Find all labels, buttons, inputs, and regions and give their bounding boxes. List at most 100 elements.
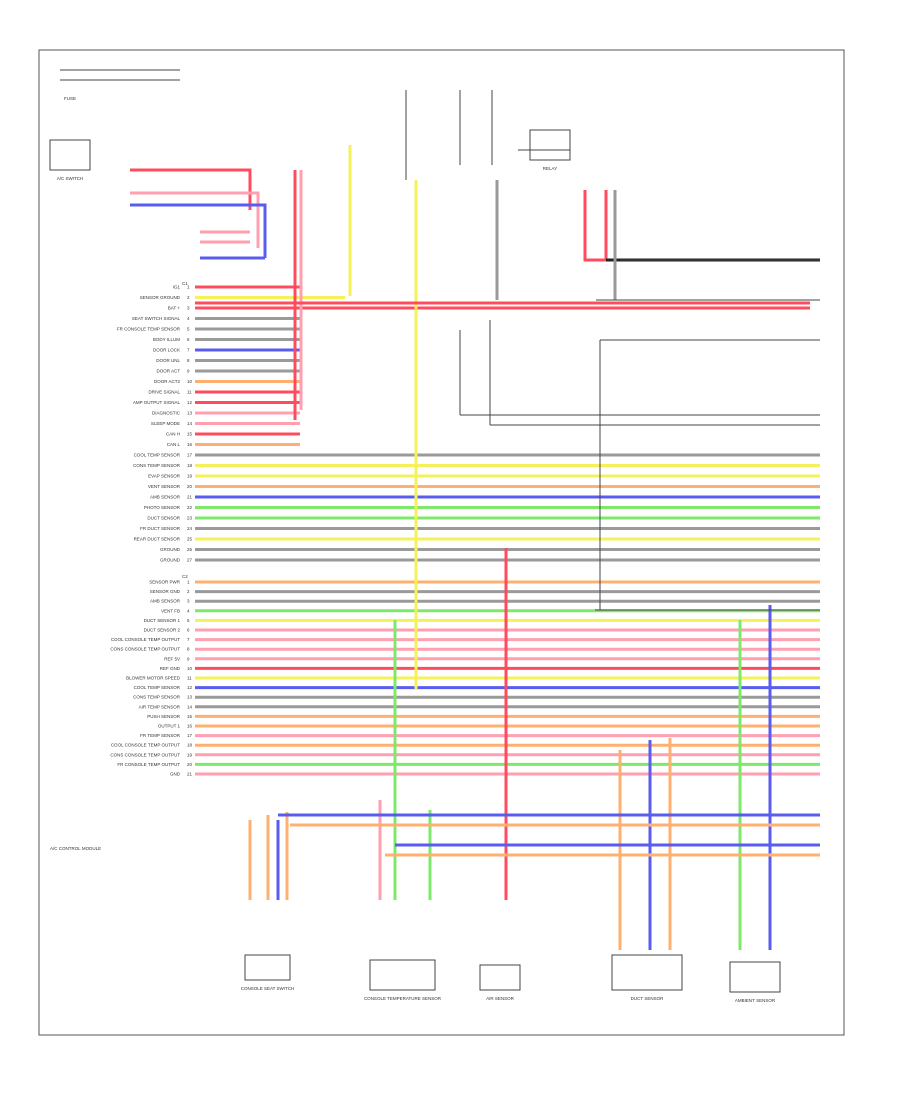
pin-number: 8 [187, 647, 190, 652]
pin-number: 26 [187, 547, 193, 552]
pin-number: 13 [187, 695, 193, 700]
pin-number: 14 [187, 704, 193, 709]
pin-number: 11 [187, 390, 192, 395]
wire-top-red [130, 168, 252, 210]
pin-number: 9 [187, 656, 190, 661]
pin-label: DOOR UNL [156, 358, 180, 363]
pin-label: COOL CONSOLE TEMP OUTPUT [111, 637, 180, 642]
pin-number: 3 [187, 599, 190, 604]
wire-relay-red [583, 190, 608, 262]
pin-label: OUTPUT 1 [158, 724, 181, 729]
pin-label: IG1 [173, 285, 181, 290]
component-ac-switch [49, 139, 91, 171]
pin-label: PHOTO SENSOR [144, 505, 181, 510]
pin-number: 6 [187, 628, 190, 633]
pin-label: AIR TEMP SENSOR [139, 704, 181, 709]
pin-label: FR CONSOLE TEMP OUTPUT [117, 762, 180, 767]
pin-number: 1 [187, 580, 190, 585]
pin-number: 21 [187, 495, 193, 500]
pin-label: COOL TEMP SENSOR [134, 453, 181, 458]
pin-label: COOL CONSOLE TEMP OUTPUT [111, 743, 180, 748]
pin-number: 2 [187, 295, 190, 300]
diagram-frame [38, 49, 845, 1036]
pin-label: SENSOR GND [150, 589, 181, 594]
pin-number: 12 [187, 685, 193, 690]
pin-number: 16 [187, 724, 193, 729]
pin-number: 9 [187, 369, 190, 374]
pin-number: 17 [187, 733, 193, 738]
pin-number: 5 [187, 618, 190, 623]
pin-label: BODY ILLUM [153, 337, 180, 342]
pin-label: GROUND [160, 558, 181, 563]
pin-label: CONS CONSOLE TEMP OUTPUT [110, 647, 180, 652]
pin-label: REF 5V [164, 656, 180, 661]
pin-label: REF GND [160, 666, 181, 671]
pin-label: CONS TEMP SENSOR [133, 695, 181, 700]
pin-number: 23 [187, 516, 193, 521]
pin-label: FR CONSOLE TEMP SENSOR [117, 327, 181, 332]
pin-label: AMB SENSOR [150, 599, 181, 604]
pin-number: 12 [187, 400, 193, 405]
pin-number: 1 [187, 285, 190, 290]
pin-label: CAN H [166, 432, 180, 437]
pin-number: 11 [187, 676, 192, 681]
component-console-seat-switch [244, 954, 291, 981]
connectors-layer [60, 69, 820, 611]
pin-number: 24 [187, 526, 193, 531]
pin-number: 19 [187, 474, 193, 479]
pin-number: 3 [187, 306, 190, 311]
pin-number: 27 [187, 558, 193, 563]
pin-label: DOOR ACT [156, 369, 180, 374]
component-air-sensor-label: AIR SENSOR [486, 996, 515, 1001]
component-console-temp-sensor-label: CONSOLE TEMPERATURE SENSOR [364, 996, 442, 1001]
component-ambient-sensor [729, 961, 781, 993]
pin-label: SENSOR PWR [149, 580, 181, 585]
pin-number: 8 [187, 358, 190, 363]
pin-label: SENSOR GROUND [140, 295, 181, 300]
component-ambient-sensor-label: AMBIENT SENSOR [735, 998, 776, 1003]
pin-label: DRIVE SIGNAL [148, 390, 180, 395]
pin-label: SLEEP MODE [151, 421, 180, 426]
pin-number: 10 [187, 379, 193, 384]
pin-number: 4 [187, 608, 190, 613]
pin-number: 20 [187, 762, 193, 767]
component-air-sensor [479, 964, 521, 991]
component-duct-sensor-label: DUCT SENSOR [631, 996, 664, 1001]
pin-number: 14 [187, 421, 193, 426]
pin-label: COOL TEMP SENSOR [134, 685, 181, 690]
pin-label: DOOR LOCK [153, 348, 180, 353]
pin-number: 4 [187, 316, 190, 321]
connector-label: C1 [182, 281, 188, 286]
pin-label: PUSH SENSOR [147, 714, 181, 719]
component-relay-label: RELAY [543, 166, 557, 171]
pin-number: 5 [187, 327, 190, 332]
pin-number: 7 [187, 348, 190, 353]
connector-label: C2 [182, 574, 188, 579]
pin-number: 16 [187, 442, 193, 447]
pin-label: VENT FB [161, 608, 180, 613]
pin-label: CAN L [167, 442, 181, 447]
wire-top-pink [130, 191, 260, 248]
wire-top-blue [130, 203, 267, 258]
pin-number: 17 [187, 453, 193, 458]
pin-label: DUCT SENSOR [147, 516, 180, 521]
pin-number: 21 [187, 772, 193, 777]
pin-number: 18 [187, 743, 193, 748]
pin-label: DOOR ACT2 [154, 379, 181, 384]
component-console-seat-switch-label: CONSOLE SEAT SWITCH [241, 986, 295, 991]
pin-label: REAR DUCT SENSOR [134, 537, 181, 542]
pin-number: 2 [187, 589, 190, 594]
pin-number: 10 [187, 666, 193, 671]
pin-label: FR DUCT SENSOR [140, 526, 181, 531]
pin-label: DUCT SENSOR 2 [144, 628, 181, 633]
pin-label: GROUND [160, 547, 181, 552]
pin-label: SEAT SWITCH SIGNAL [132, 316, 181, 321]
pin-label: VENT SENSOR [148, 484, 181, 489]
pin-label: CONS CONSOLE TEMP OUTPUT [110, 752, 180, 757]
pin-number: 7 [187, 637, 190, 642]
component-duct-sensor [611, 954, 683, 991]
pin-label: AMB SENSOR [150, 495, 181, 500]
pin-label: EVAP SENSOR [148, 474, 181, 479]
